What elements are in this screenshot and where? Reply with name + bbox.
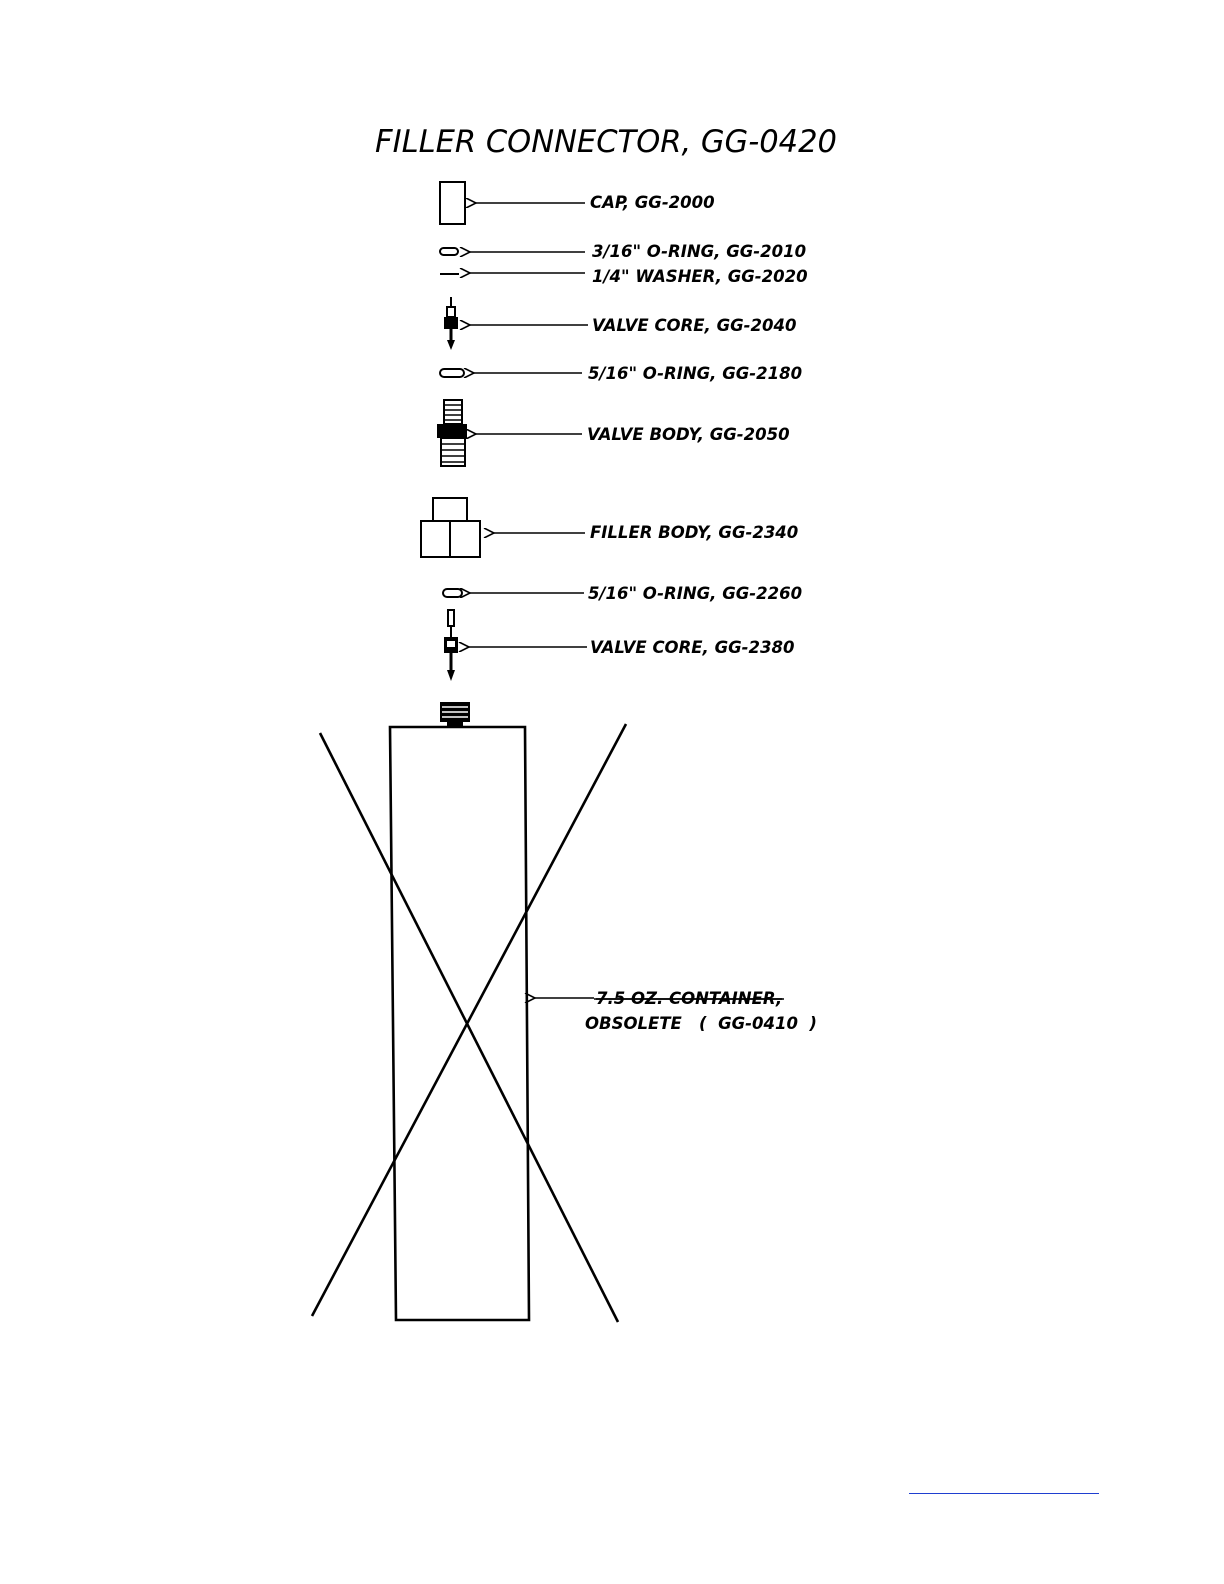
valve-body-part bbox=[437, 400, 467, 466]
oring-1-part bbox=[440, 248, 458, 255]
oring-3-part bbox=[443, 589, 462, 597]
oring-2-part bbox=[440, 369, 464, 377]
oring-2-label: 5/16" O-RING, GG-2180 bbox=[588, 364, 802, 383]
valve-core-2-label: VALVE CORE, GG-2380 bbox=[590, 638, 794, 657]
valve-core-2-part bbox=[444, 610, 458, 681]
valve-body-label: VALVE BODY, GG-2050 bbox=[587, 425, 790, 444]
footer-link-underline[interactable] bbox=[909, 1493, 1099, 1494]
valve-core-1-label: VALVE CORE, GG-2040 bbox=[592, 316, 796, 335]
diagram-title: FILLER CONNECTOR, GG-0420 bbox=[375, 124, 837, 160]
filler-body-label: FILLER BODY, GG-2340 bbox=[590, 523, 798, 542]
valve-core-1-part bbox=[444, 297, 458, 350]
oring-1-label: 3/16" O-RING, GG-2010 bbox=[592, 242, 806, 261]
washer-label: 1/4" WASHER, GG-2020 bbox=[592, 267, 808, 286]
filler-body-part bbox=[421, 498, 480, 557]
cap-part bbox=[440, 182, 465, 224]
oring-3-label: 5/16" O-RING, GG-2260 bbox=[588, 584, 802, 603]
cap-label: CAP, GG-2000 bbox=[590, 193, 715, 212]
container-label-line2: OBSOLETE ( GG-0410 ) bbox=[585, 1014, 817, 1033]
